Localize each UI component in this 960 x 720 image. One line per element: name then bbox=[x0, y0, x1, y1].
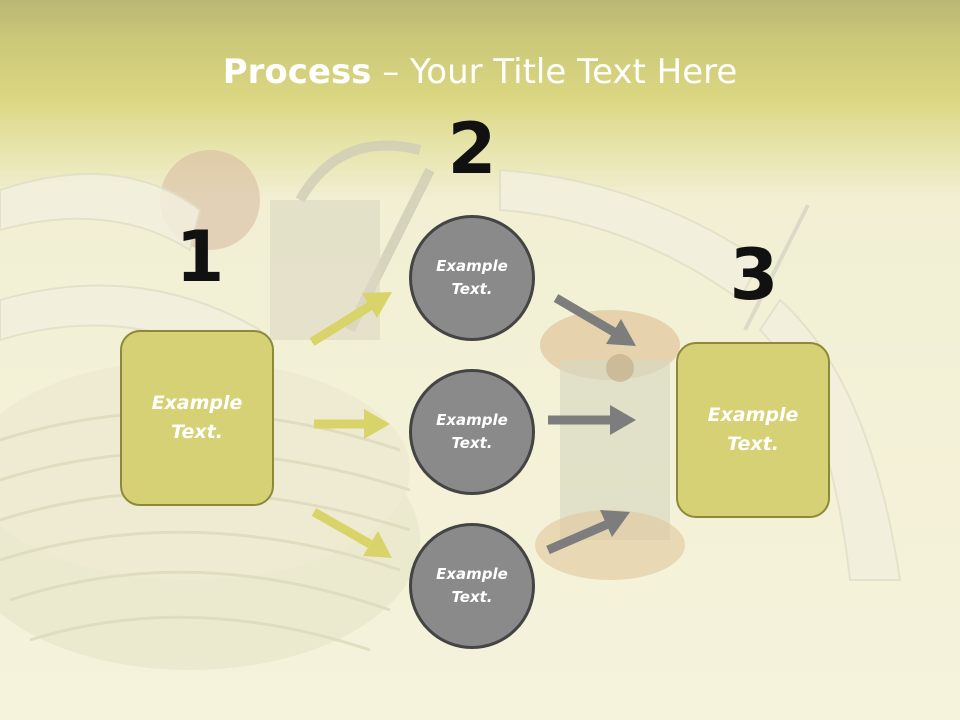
step-number-1: 1 bbox=[175, 216, 225, 298]
step-number-3: 3 bbox=[729, 234, 779, 316]
circle-top-text: Example Text. bbox=[436, 257, 508, 298]
step-box-3-text: Example Text. bbox=[707, 404, 799, 455]
slide-title: Process – Your Title Text Here bbox=[0, 52, 960, 92]
step-box-3: Example Text. bbox=[676, 342, 830, 518]
circle-bottom-text: Example Text. bbox=[436, 565, 508, 606]
circle-bottom: Example Text. bbox=[409, 523, 535, 649]
arrow-box1-to-middle bbox=[314, 409, 390, 439]
title-rest: – Your Title Text Here bbox=[371, 52, 738, 92]
circle-middle-text: Example Text. bbox=[436, 411, 508, 452]
title-bold: Process bbox=[222, 52, 372, 92]
arrow-bottom-to-box3 bbox=[546, 510, 630, 555]
arrow-box1-to-bottom bbox=[311, 508, 392, 558]
step-box-1: Example Text. bbox=[120, 330, 274, 506]
circle-top: Example Text. bbox=[409, 215, 535, 341]
arrow-top-to-box3 bbox=[553, 294, 636, 346]
step-box-1-text: Example Text. bbox=[151, 392, 243, 443]
arrow-middle-to-box3 bbox=[548, 405, 636, 435]
step-number-2: 2 bbox=[447, 108, 497, 190]
arrow-box1-to-top bbox=[309, 292, 392, 346]
circle-middle: Example Text. bbox=[409, 369, 535, 495]
